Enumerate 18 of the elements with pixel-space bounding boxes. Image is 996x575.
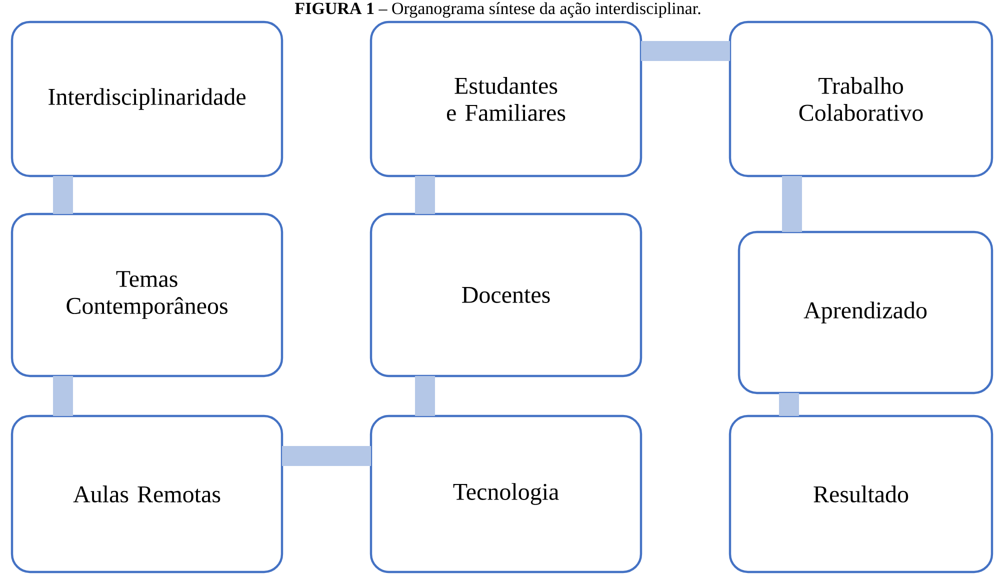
- org-box: Tecnologia: [370, 414, 642, 574]
- org-box: Aulas Remotas: [10, 414, 284, 574]
- org-box: Aprendizado: [738, 230, 994, 394]
- connector-bar: [415, 176, 435, 214]
- connector-bar: [282, 446, 371, 466]
- connector-bar: [53, 176, 73, 214]
- org-box: Temas Contemporâneos: [10, 212, 284, 378]
- figure-title: FIGURA 1 – Organograma síntese da ação interdisciplinar.: [295, 2, 700, 18]
- org-box: Estudantes e Familiares: [370, 20, 642, 178]
- org-box: Docentes: [370, 212, 642, 378]
- connector-bar: [415, 376, 435, 416]
- org-box: Trabalho Colaborativo: [728, 20, 994, 178]
- connector-bar: [782, 176, 802, 232]
- org-box: Resultado: [728, 414, 994, 574]
- connector-bar: [779, 392, 799, 416]
- connector-bar: [641, 41, 730, 61]
- org-box: Interdisciplinaridade: [10, 20, 284, 178]
- connector-bar: [53, 376, 73, 416]
